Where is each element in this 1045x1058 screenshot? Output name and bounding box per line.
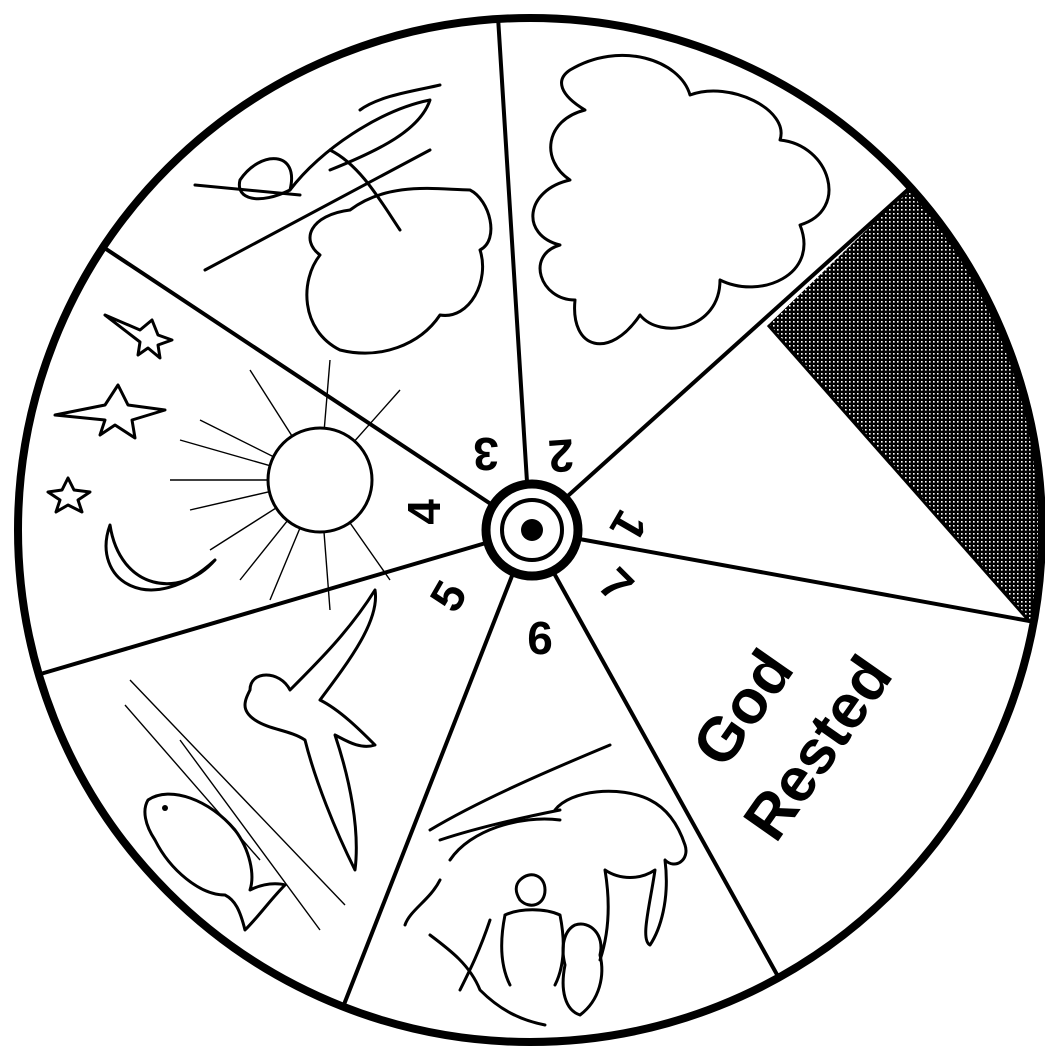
elephant-icon (405, 791, 686, 960)
fish-icon (145, 794, 285, 930)
star-icon-small (105, 315, 172, 358)
day-number-5: 5 (419, 572, 477, 620)
moon-icon (106, 525, 215, 590)
bird-icon (245, 590, 376, 870)
day-number-6: 6 (527, 612, 553, 664)
elephant-and-people-icon (405, 745, 686, 1025)
day-number-3: 3 (473, 428, 499, 480)
star-icon-tiny (48, 478, 90, 512)
bird-and-fish-icon (125, 590, 376, 930)
darkness-region (768, 186, 1045, 640)
woman-icon (563, 924, 602, 1015)
day-number-7: 7 (589, 557, 644, 612)
day-number-2: 2 (547, 429, 576, 483)
sun-moon-stars-icon (48, 315, 400, 610)
tree-and-land-icon (195, 85, 491, 353)
center-hub (486, 484, 578, 576)
day-number-4: 4 (398, 499, 450, 525)
star-icon (55, 385, 165, 438)
man-icon (460, 875, 563, 990)
